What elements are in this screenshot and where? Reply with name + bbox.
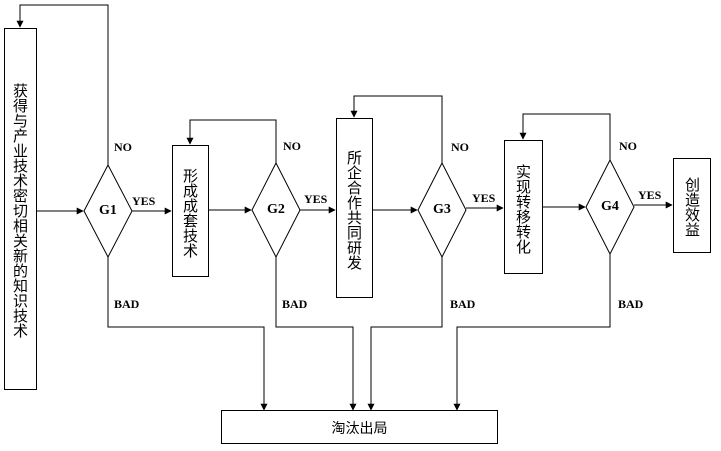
g1-yes-label: YES <box>132 194 156 208</box>
g4-bad-label: BAD <box>618 297 644 311</box>
step-form-technology-box <box>172 145 209 277</box>
g1-no-label: NO <box>114 140 132 154</box>
g3-yes-label: YES <box>472 191 496 205</box>
g3-no-label: NO <box>451 140 469 154</box>
step-transfer-box <box>504 140 543 274</box>
g2-no-label: NO <box>283 139 301 153</box>
g3-bad-label: BAD <box>450 297 476 311</box>
arrow-g4-no <box>519 113 611 160</box>
gate-g3-label: G3 <box>433 202 451 217</box>
g1-bad-label: BAD <box>114 297 140 311</box>
start-box-text: 获得与产业技术密切相关新的知识技术 <box>11 82 29 338</box>
arrow-g1-bad <box>107 257 268 411</box>
g4-yes-label: YES <box>638 188 662 202</box>
g4-no-label: NO <box>619 139 637 153</box>
end-benefit-text: 创造效益 <box>683 177 701 237</box>
g2-yes-label: YES <box>304 192 328 206</box>
arrow-g2-bad <box>275 257 357 411</box>
step-joint-research-box <box>336 118 373 298</box>
exit-box <box>221 410 498 444</box>
arrow-g4-bad <box>453 254 611 411</box>
gate-g4-label: G4 <box>601 199 619 214</box>
step-transfer-text: 实现转移转化 <box>514 164 532 254</box>
arrow-g3-bad <box>367 257 443 411</box>
gate-g1-label: G1 <box>99 203 117 218</box>
exit-box-text: 淘汰出局 <box>331 421 388 437</box>
step-joint-research-text: 所企合作共同研发 <box>345 150 363 270</box>
step-form-technology-text: 形成成套技术 <box>181 167 199 258</box>
g2-bad-label: BAD <box>282 297 308 311</box>
start-box <box>4 28 37 390</box>
end-benefit-box <box>673 158 711 253</box>
arrow-g1-no <box>16 4 109 165</box>
arrow-g2-no <box>186 119 277 163</box>
arrow-g3-no <box>350 95 443 163</box>
gate-g2-label: G2 <box>267 202 285 217</box>
